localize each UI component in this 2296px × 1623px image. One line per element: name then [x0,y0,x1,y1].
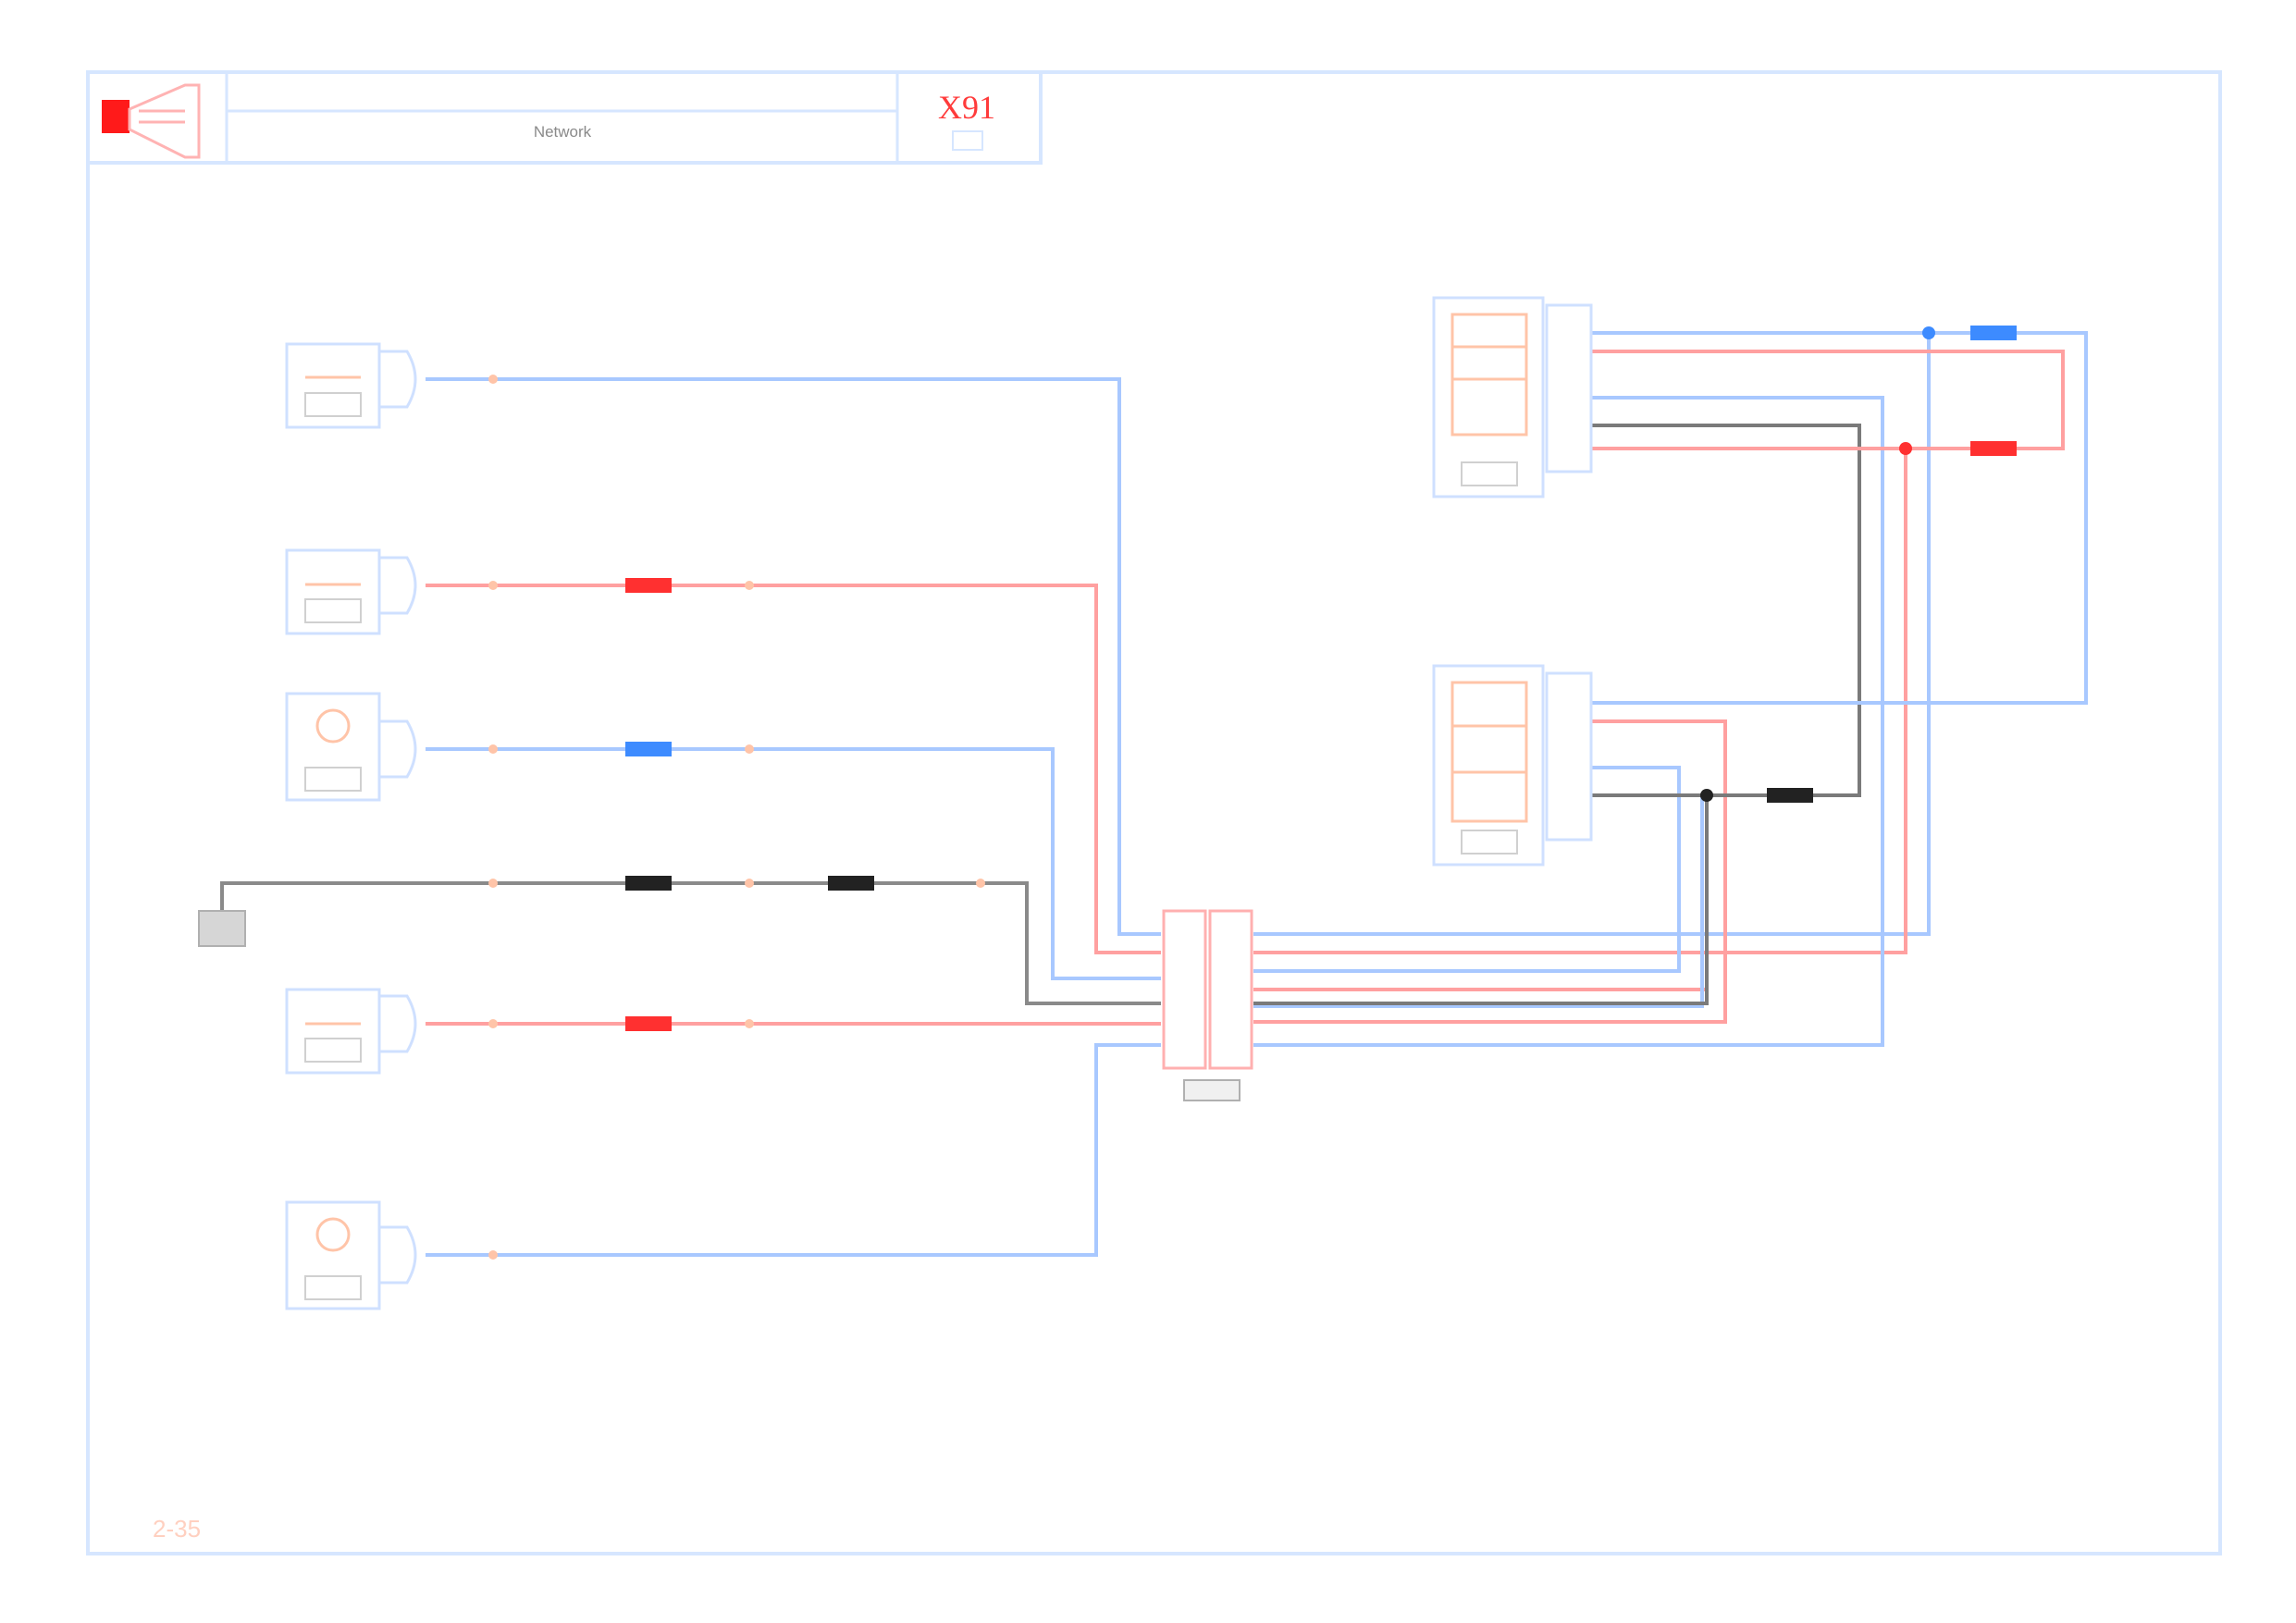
wire-1 [426,377,1161,936]
splice-black [1700,789,1713,802]
relay-box-upper [1432,296,1593,498]
logo-icon [102,83,201,159]
connector-blue-2 [1970,326,2017,340]
connector-black-2 [828,876,874,891]
ground-icon [198,910,246,947]
motor-2 [285,1200,417,1310]
connector-black-1 [625,876,672,891]
page-reference: 2-35 [153,1515,201,1543]
splice-red [1899,442,1912,455]
wire-r6 [1253,719,1727,1024]
ground-point [198,910,246,947]
motor-1 [285,692,417,802]
wire-6 [426,1043,1161,1257]
page-frame [86,70,2222,1555]
sensor-1 [285,342,417,429]
diagram-subtitle: Network [534,123,592,141]
wire-r4 [1253,793,1709,991]
sensor-3 [285,988,417,1075]
wire-r1 [1253,333,1931,936]
pin-marks [488,375,985,1260]
wire-3 [426,747,1161,980]
wire-u1 [1591,331,2088,705]
wire-r2 [1253,449,1907,954]
relay-icon [1450,313,1528,436]
wires [220,331,2088,1257]
motor-icon [315,708,351,744]
junction-block [1162,909,1253,1101]
connector-red-1 [625,578,672,593]
inline-connectors [625,326,2017,1031]
title-block: Network X91 [86,70,1043,165]
wire-r7 [1253,396,1884,1047]
connector-red-3 [1970,441,2017,456]
wire-r3 [1253,766,1681,973]
wire-r5 [1253,795,1704,1008]
connector-blue-1 [625,742,672,756]
wire-u2 [1591,350,2065,450]
wire-r8 [1253,424,1861,1005]
sensor-2 [285,548,417,635]
diagram-code: X91 [938,89,995,126]
wire-4 [220,881,1161,1005]
relay-box-lower [1432,664,1593,867]
wire-2 [426,584,1161,954]
splice-blue [1922,326,1935,339]
connector-black-3 [1767,788,1813,803]
connector-red-2 [625,1016,672,1031]
